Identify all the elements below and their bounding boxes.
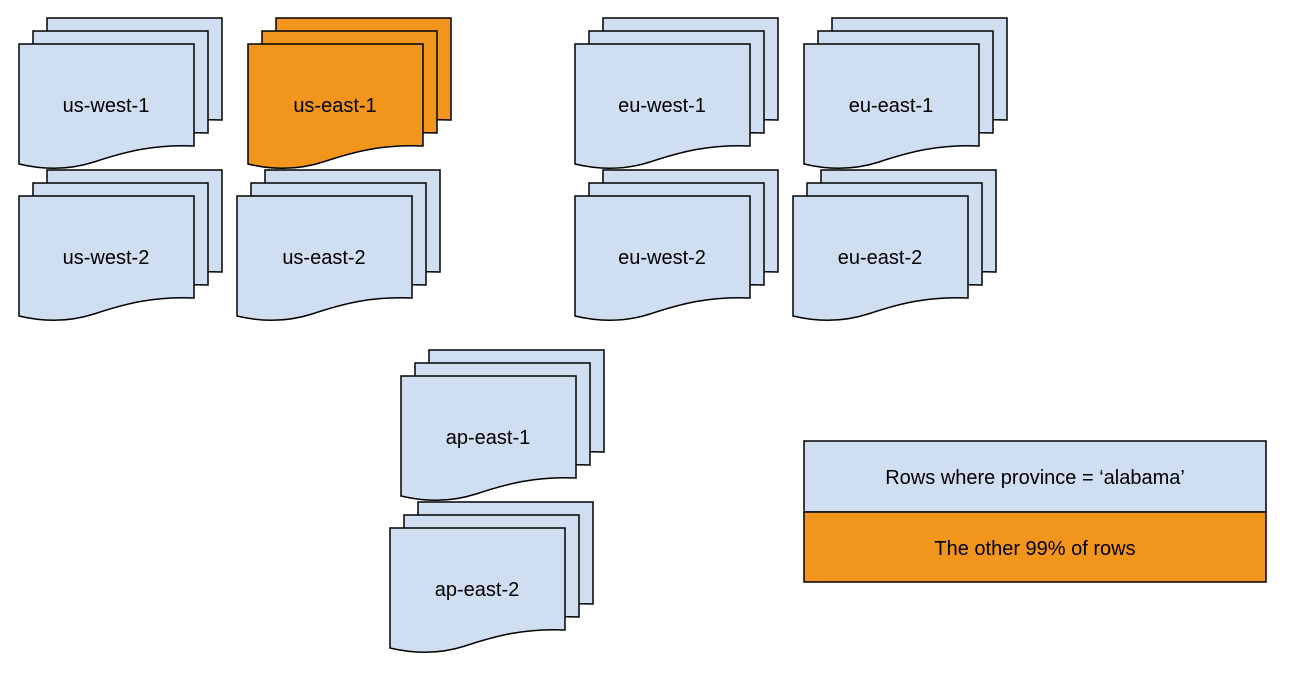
document-page-front [247, 43, 424, 170]
partition-stack-eu-east-2: eu-east-2 [792, 169, 997, 322]
legend-label-other: The other 99% of rows [934, 538, 1135, 560]
partition-stack-ap-east-1: ap-east-1 [400, 349, 605, 502]
partition-stack-ap-east-2: ap-east-2 [389, 501, 594, 654]
document-page-front [574, 195, 751, 322]
partition-label: us-east-1 [293, 95, 376, 117]
document-page-front [18, 43, 195, 170]
document-page-front [389, 527, 566, 654]
partition-label: eu-west-2 [618, 247, 706, 269]
partition-label: eu-east-1 [849, 95, 934, 117]
partition-label: us-west-1 [63, 95, 150, 117]
partition-stack-eu-east-1: eu-east-1 [803, 17, 1008, 170]
legend-swatch-other [803, 511, 1267, 583]
partition-label: ap-east-2 [435, 579, 520, 601]
partition-stack-us-west-2: us-west-2 [18, 169, 223, 322]
partition-stack-us-east-1: us-east-1 [247, 17, 452, 170]
partition-label: eu-east-2 [838, 247, 923, 269]
legend-label-alabama: Rows where province = ‘alabama’ [885, 467, 1185, 489]
partition-label: us-west-2 [63, 247, 150, 269]
document-page-front [792, 195, 969, 322]
document-page-front [236, 195, 413, 322]
partition-label: eu-west-1 [618, 95, 706, 117]
document-page-front [803, 43, 980, 170]
partition-stack-us-east-2: us-east-2 [236, 169, 441, 322]
partition-stack-us-west-1: us-west-1 [18, 17, 223, 170]
partition-label: us-east-2 [282, 247, 365, 269]
partition-stack-eu-west-1: eu-west-1 [574, 17, 779, 170]
legend: Rows where province = ‘alabama’ The othe… [803, 440, 1267, 583]
partition-stack-eu-west-2: eu-west-2 [574, 169, 779, 322]
document-page-front [18, 195, 195, 322]
legend-swatch-alabama [803, 440, 1267, 513]
partition-label: ap-east-1 [446, 427, 531, 449]
document-page-front [574, 43, 751, 170]
document-page-front [400, 375, 577, 502]
